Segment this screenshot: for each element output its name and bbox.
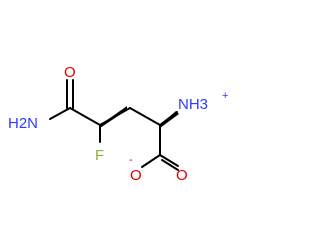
carboxylate-co-single-bond xyxy=(141,154,161,168)
c3-c4-bond xyxy=(129,107,161,126)
atom-carboxylate-oxygen-double: O xyxy=(176,167,188,184)
bonds xyxy=(49,79,179,171)
wedge-bond-c2 xyxy=(100,106,127,128)
atom-carboxylate-charge: - xyxy=(129,154,133,166)
atom-ammonium-charge: + xyxy=(222,90,228,102)
c1-c2-bond xyxy=(69,107,101,126)
atom-fluorine: F xyxy=(95,147,104,164)
atom-amide-nitrogen: H2N xyxy=(8,115,38,132)
atom-amide-oxygen: O xyxy=(64,64,76,81)
carboxylate-co-double-bond-a xyxy=(159,154,179,167)
atom-labels: O H2N F NH3 + O - O xyxy=(8,64,228,184)
structure-diagram: O H2N F NH3 + O - O xyxy=(8,64,228,184)
wedge-bond-c4 xyxy=(160,111,179,128)
atom-carboxylate-oxygen-single: O xyxy=(130,167,142,184)
atom-ammonium: NH3 xyxy=(178,96,208,113)
carboxylate-co-double-bond-b xyxy=(161,159,179,171)
molecule-canvas: O H2N F NH3 + O - O xyxy=(8,64,229,184)
amide-cn-bond xyxy=(49,107,71,120)
atom-amide-nitrogen-text: H2N xyxy=(8,115,38,132)
